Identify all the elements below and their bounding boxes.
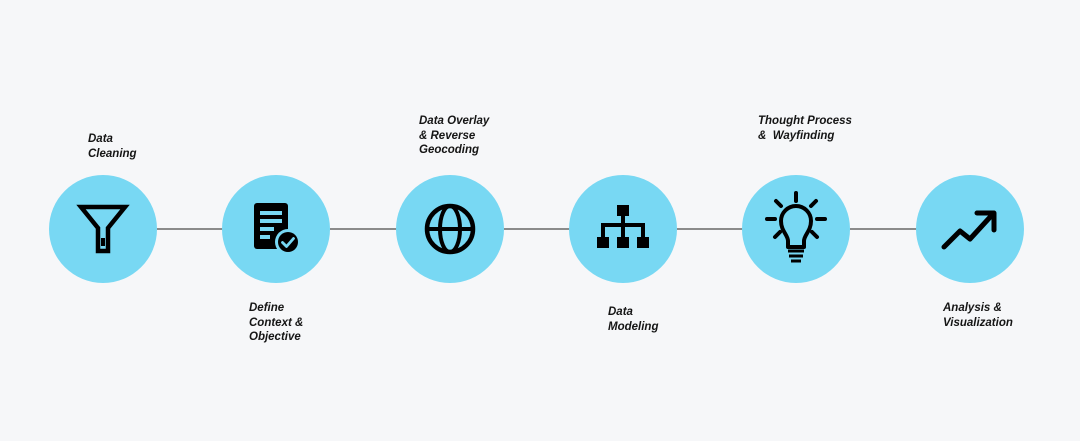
connector-line-1	[157, 228, 223, 230]
globe-icon	[424, 203, 476, 255]
step-label-analysis: Analysis & Visualization	[943, 302, 1013, 329]
step-circle-data-overlay	[396, 175, 504, 283]
trend-up-icon	[941, 210, 997, 250]
connector-line-3	[504, 228, 570, 230]
funnel-icon	[76, 204, 130, 254]
step-label-data-cleaning: Data Cleaning	[88, 133, 137, 160]
connector-line-2	[330, 228, 397, 230]
step-label-data-overlay: Data Overlay & Reverse Geocoding	[419, 115, 490, 156]
hierarchy-icon	[597, 205, 649, 248]
step-circle-define-context	[222, 175, 330, 283]
step-circle-thought-process	[742, 175, 850, 283]
document-check-icon	[254, 203, 301, 255]
step-circle-analysis	[916, 175, 1024, 283]
connector-line-5	[850, 228, 917, 230]
connector-line-4	[677, 228, 743, 230]
step-label-data-modeling: Data Modeling	[608, 306, 659, 333]
step-label-thought-process: Thought Process & Wayfinding	[758, 115, 852, 142]
step-circle-data-modeling	[569, 175, 677, 283]
step-label-define-context: Define Context & Objective	[249, 302, 304, 343]
step-circle-data-cleaning	[49, 175, 157, 283]
lightbulb-icon	[765, 191, 827, 263]
